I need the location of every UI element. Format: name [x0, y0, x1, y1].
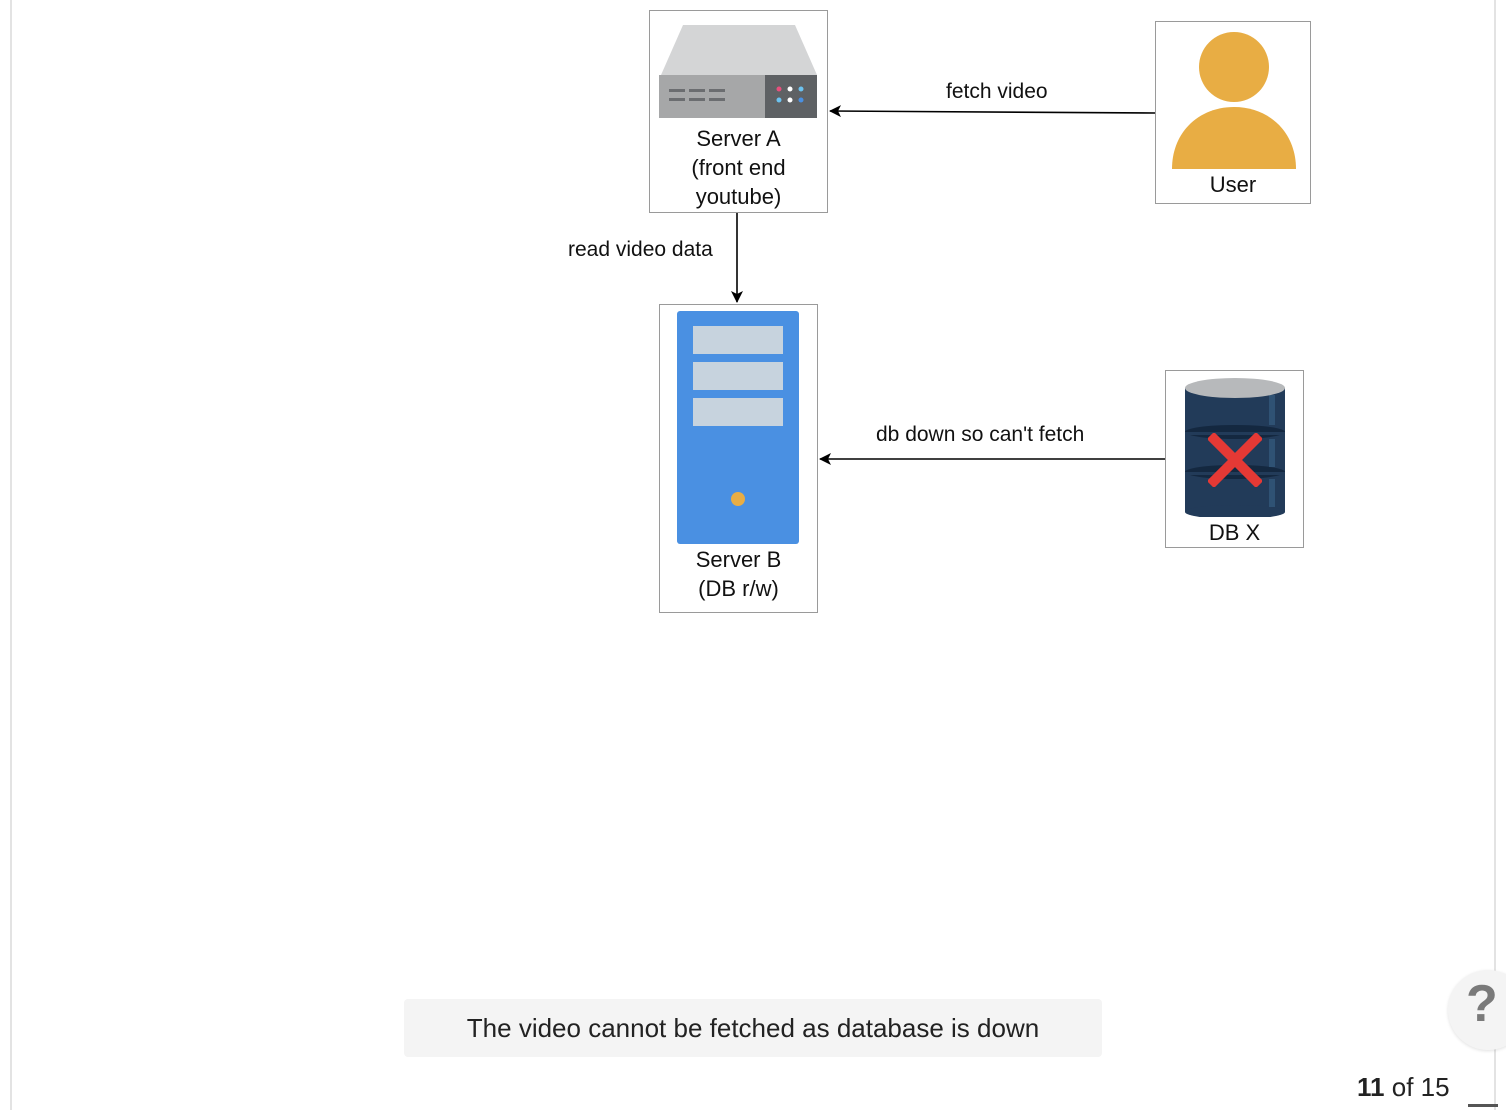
frame-border-left: [10, 0, 12, 1110]
server-b-label: Server B (DB r/w): [695, 547, 782, 601]
database-icon: [1185, 378, 1285, 517]
node-db: DB X: [1165, 370, 1304, 548]
node-server-a: Server A (front end youtube): [649, 10, 828, 213]
node-user: User: [1155, 21, 1311, 204]
pager-current: 11: [1357, 1072, 1385, 1102]
edge-label-fetch-video: fetch video: [946, 80, 1048, 104]
db-down-x-icon: [1208, 433, 1262, 487]
user-icon: [1172, 32, 1296, 169]
frame-border-right: [1494, 0, 1496, 1110]
node-server-b: Server B (DB r/w): [659, 304, 818, 613]
rack-server-icon: [659, 25, 817, 118]
slide-pager: 11 of 15: [1357, 1072, 1450, 1103]
question-mark-icon: ?: [1466, 975, 1498, 1033]
slide-caption: The video cannot be fetched as database …: [404, 999, 1102, 1057]
pager-total: 15: [1420, 1072, 1450, 1102]
edge-fetch-video: [829, 105, 1156, 118]
help-button[interactable]: ?: [1448, 970, 1506, 1050]
edge-label-db-down: db down so can't fetch: [876, 423, 1085, 447]
db-label: DB X: [1208, 520, 1261, 545]
pager-separator: of: [1391, 1072, 1414, 1102]
edge-label-read-video-data: read video data: [568, 238, 713, 262]
pager-underline: [1468, 1104, 1498, 1107]
tower-server-icon: [677, 311, 799, 544]
server-a-label: Server A (front end youtube): [691, 126, 786, 209]
user-label: User: [1209, 172, 1257, 197]
